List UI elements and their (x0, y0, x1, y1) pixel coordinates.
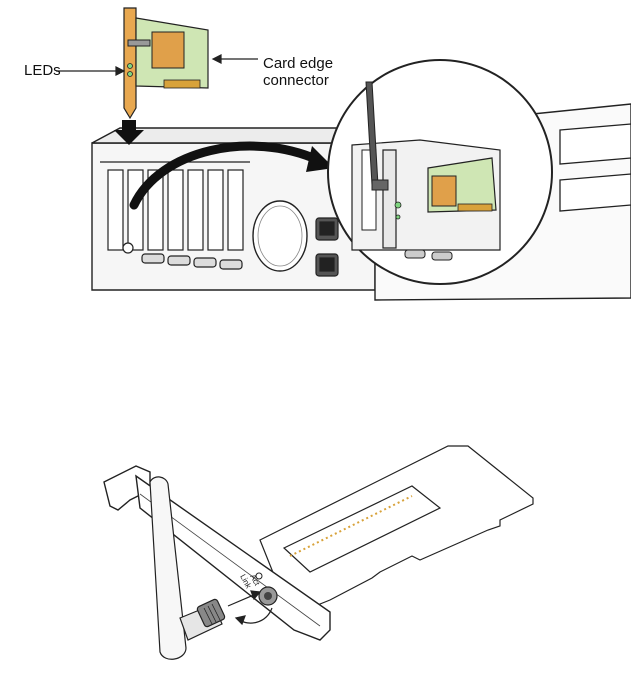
leds-label: LEDs (24, 62, 61, 79)
card-edge-label-line2: connector (263, 72, 333, 89)
antenna (150, 477, 226, 659)
bracket-antenna-connector (259, 587, 277, 605)
pci-card (124, 8, 208, 118)
card-edge-connector-label: Card edge connector (263, 55, 333, 89)
fan-opening (253, 201, 307, 271)
antenna-attach-diagram: Link Act (0, 380, 631, 691)
magnified-inset (328, 60, 552, 284)
card-edge-label-line1: Card edge (263, 55, 333, 72)
pc-card-insertion-diagram (0, 0, 631, 320)
expansion-slot-covers (100, 162, 250, 250)
